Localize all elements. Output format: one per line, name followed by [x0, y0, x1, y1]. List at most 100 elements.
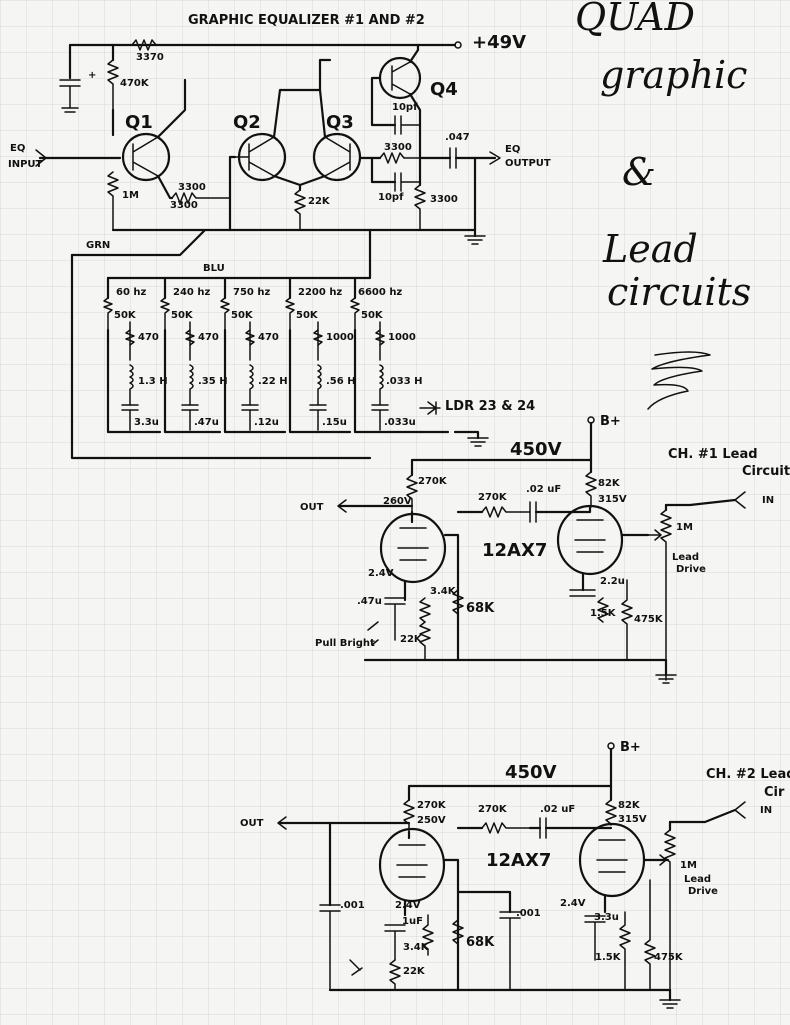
band-pot: 50K [114, 310, 137, 321]
ch2-coupling-c: .02 uF [540, 804, 575, 815]
band-r: 1000 [326, 332, 354, 343]
ch1-tube-label: 12AX7 [482, 540, 547, 561]
ch2-cath-v: 2.4V [395, 900, 421, 911]
ch1-subtitle: Circuit [742, 464, 790, 479]
band-freq: 60 hz [116, 287, 147, 298]
ch2-bright-r: 22K [403, 966, 426, 977]
transistor-q3 [312, 132, 362, 182]
side-squiggle [647, 351, 711, 410]
band-freq: 6600 hz [358, 287, 402, 298]
svg-text:+: + [88, 70, 96, 81]
ch1-plate-r2: 82K [598, 478, 621, 489]
eq-band-2: 750 hz 50K 470 .22 H .12u [220, 276, 288, 434]
eq-r-3300-b: 3300 [170, 200, 198, 211]
band-pot: 50K [296, 310, 319, 321]
ch2-cath-c2: 3.3u [594, 912, 619, 923]
ch1-series-r: 270K [478, 492, 508, 503]
ch1-cath-c1: .47u [357, 596, 382, 607]
eq-band-1: 240 hz 50K 470 .35 H .47u [160, 276, 228, 434]
ch1-plate-v2: 315V [598, 494, 627, 505]
ch2-plate-r1: 270K [417, 800, 447, 811]
eq-c-10pf-a: 10pf [392, 102, 418, 113]
ch1-voltage: 450V [510, 439, 562, 460]
band-freq: 750 hz [233, 287, 270, 298]
ch2-shunt-c1: .001 [340, 900, 365, 911]
ch1-coupling-c: .02 uF [526, 484, 561, 495]
transistor-q4 [378, 56, 422, 100]
band-c: .033u [384, 417, 416, 428]
band-pot: 50K [361, 310, 384, 321]
ch1-bright-r: 22K [400, 634, 423, 645]
eq-q1-label: Q1 [125, 112, 153, 133]
eq-c-047: .047 [445, 132, 470, 143]
ch1-cath-c2: 2.2u [600, 576, 625, 587]
supply-terminal [454, 41, 462, 49]
eq-section: GRAPHIC EQUALIZER #1 AND #2 +49V + 3370 … [8, 13, 551, 460]
band-r: 470 [138, 332, 159, 343]
ch2-cath-r1: 3.4K [403, 942, 430, 953]
transistor-q1 [121, 132, 171, 182]
band-l: .22 H [258, 376, 288, 387]
eq-input-label-1: EQ [10, 143, 25, 154]
ch2-shunt-c2: .001 [516, 908, 541, 919]
ch1-in-label: IN [762, 495, 774, 506]
ch2-title: CH. #2 Lead [706, 767, 790, 782]
eq-r-22k: 22K [308, 196, 331, 207]
ch1-plate-v1: 260V [383, 496, 412, 507]
ch1-pot-label-1: Lead [672, 552, 699, 563]
ch2-voltage: 450V [505, 762, 557, 783]
ch2-pot-label-1: Lead [684, 874, 711, 885]
ch1-leak-r: 475K [634, 614, 664, 625]
eq-q3-label: Q3 [326, 112, 354, 133]
ch1-plate-r1: 270K [418, 476, 448, 487]
eq-wire-blu: BLU [203, 263, 225, 274]
eq-output-label-1: EQ [505, 144, 520, 155]
ch1-pot: 1M [676, 522, 693, 533]
ch1-cath-r1: 3.4K [430, 586, 457, 597]
band-pot: 50K [171, 310, 194, 321]
ch2-out-label: OUT [240, 818, 264, 829]
eq-band-4: 6600 hz 50K 1000 .033 H .033u [350, 276, 423, 434]
band-l: .033 H [386, 376, 423, 387]
ch1-cath-r2: 1.5K [590, 608, 617, 619]
ch2-in-label: IN [760, 805, 772, 816]
ch1-bright-label: Pull Bright [315, 638, 375, 649]
ch1-tube-1 [379, 512, 447, 584]
eq-title: GRAPHIC EQUALIZER #1 AND #2 [188, 13, 425, 28]
side-quad: QUAD [575, 0, 695, 39]
band-c: .12u [254, 417, 279, 428]
eq-r-3370: 3370 [136, 52, 164, 63]
eq-c-10pf-b: 10pf [378, 192, 404, 203]
band-pot: 50K [231, 310, 254, 321]
ch1-grid-r: 68K [466, 601, 495, 616]
eq-r-1m: 1M [122, 190, 139, 201]
band-r: 1000 [388, 332, 416, 343]
eq-output-label-2: OUTPUT [505, 158, 551, 169]
ch1-circuit: B+ 450V CH. #1 Lead Circuit 270K 260V OU… [300, 414, 790, 684]
eq-r-3300-a: 3300 [178, 182, 206, 193]
band-c: .47u [194, 417, 219, 428]
side-title: QUAD graphic & Lead circuits [575, 0, 751, 410]
ch2-leak-r: 475K [654, 952, 684, 963]
side-lead: Lead [602, 227, 698, 271]
ch2-pot-label-2: Drive [688, 886, 718, 897]
band-l: .35 H [198, 376, 228, 387]
ch2-plate-r2: 82K [618, 800, 641, 811]
ch2-grid-r: 68K [466, 935, 495, 950]
ch2-tube-1 [378, 827, 446, 903]
ch1-out-label: OUT [300, 502, 324, 513]
ch2-series-r: 270K [478, 804, 508, 815]
ch1-cath-v: 2.4V [368, 568, 394, 579]
band-r: 470 [258, 332, 279, 343]
eq-q4-label: Q4 [430, 79, 458, 100]
ch1-pot-label-2: Drive [676, 564, 706, 575]
ch2-pot: 1M [680, 860, 697, 871]
band-freq: 2200 hz [298, 287, 342, 298]
ch2-cath-v2: 2.4V [560, 898, 586, 909]
band-r: 470 [198, 332, 219, 343]
eq-band-3: 2200 hz 50K 1000 .56 H .15u [285, 276, 356, 434]
ch2-tube-label: 12AX7 [486, 850, 551, 871]
band-c: .15u [322, 417, 347, 428]
ch2-circuit: B+ 450V CH. #2 Lead Cir 270K 250V OUT .0… [240, 740, 790, 1009]
